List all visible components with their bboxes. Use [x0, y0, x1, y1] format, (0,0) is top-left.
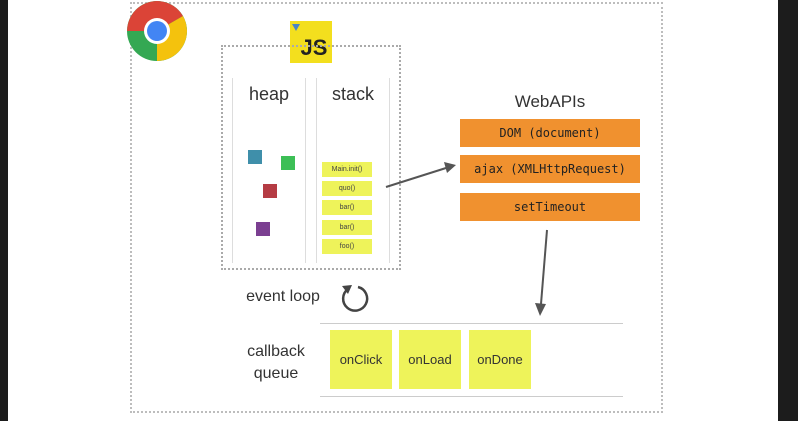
js-logo-text: JS — [301, 35, 328, 60]
webapi-settimeout: setTimeout — [460, 193, 640, 221]
heap-object-green — [281, 156, 295, 170]
stack-frame-label: bar() — [339, 224, 355, 231]
heap-object-blue — [248, 150, 262, 164]
heap-title: heap — [248, 84, 290, 104]
webapi-ajax: ajax (XMLHttpRequest) — [460, 155, 640, 183]
webapi-dom: DOM (document) — [460, 119, 640, 147]
stack-frame-label: foo() — [339, 243, 355, 250]
heap-column — [232, 78, 306, 263]
stack-frame-label: quo() — [338, 185, 356, 192]
queue-top-line — [320, 323, 623, 324]
callback-queue-label-line2: queue — [253, 365, 299, 382]
event-loop-label: event loop — [246, 288, 320, 305]
stack-frame-bar-1: bar() — [322, 200, 372, 215]
callback-onclick: onClick — [330, 330, 392, 389]
stack-frame-label: bar() — [339, 204, 355, 211]
js-logo-icon: JS — [290, 21, 332, 63]
stack-frame-foo: foo() — [322, 239, 372, 254]
heap-object-red — [263, 184, 277, 198]
slide — [8, 0, 778, 421]
heap-object-purple — [256, 222, 270, 236]
stack-frame-bar-2: bar() — [322, 220, 372, 235]
stack-frame-label: Main.init() — [331, 166, 363, 173]
loop-arrow-icon — [341, 285, 369, 312]
stack-frame-main: Main.init() — [322, 162, 372, 177]
queue-bottom-line — [320, 396, 623, 397]
stack-frame-quo: quo() — [322, 181, 372, 196]
callback-ondone: onDone — [469, 330, 531, 389]
stack-title: stack — [331, 84, 374, 104]
js-engine-box — [221, 45, 401, 270]
callback-queue-label-line1: callback — [247, 343, 305, 360]
browser-boundary — [130, 2, 663, 413]
callback-onload: onLoad — [399, 330, 461, 389]
callback-queue-label: callback queue — [236, 341, 316, 385]
chrome-logo-icon — [127, 1, 187, 61]
webapis-title: WebAPIs — [514, 92, 586, 111]
